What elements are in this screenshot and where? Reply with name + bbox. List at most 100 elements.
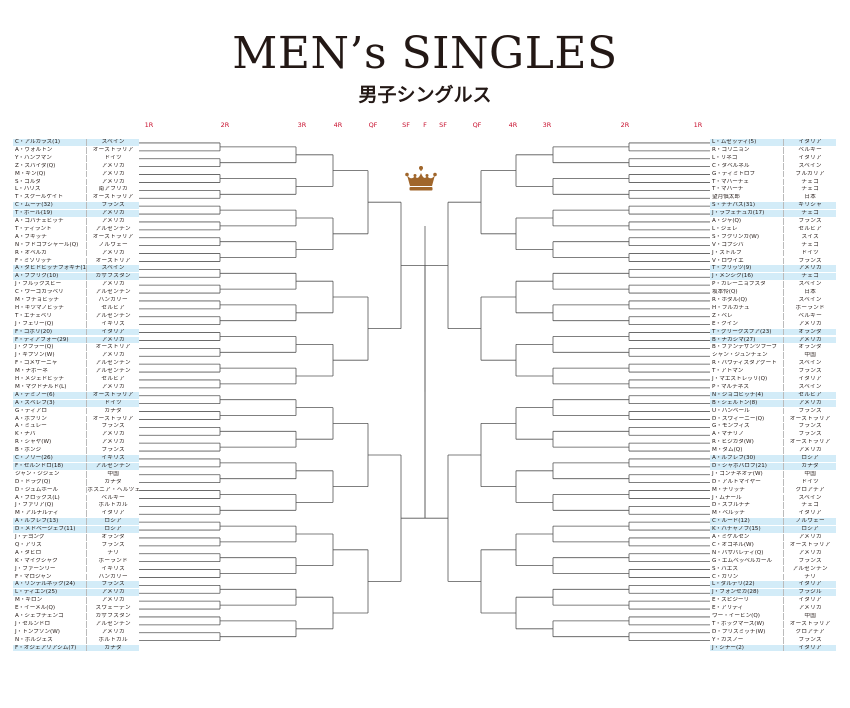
player-country: チリ [107, 549, 120, 556]
player-name: H・フルカチュ [710, 304, 785, 312]
player-name: A・ミケルセン [710, 534, 785, 541]
player-name: M・ギロン [13, 597, 88, 605]
player-row: S・フクリンガ(W) スイス [710, 233, 836, 242]
player-name: J・マエストレッリ(Q) [710, 376, 785, 383]
player-name: M・ギン(Q) [13, 170, 88, 178]
player-name: J・ブルックスビー [13, 281, 88, 289]
player-country: ポーランド [98, 557, 128, 564]
player-country: スイス [801, 233, 819, 240]
player-row: A・デミノー(6)オーストラリア [13, 391, 139, 400]
player-name: M・チリッチ [710, 486, 785, 494]
player-name: A・シェフチェンコ [13, 613, 88, 620]
player-row: M・ギン(Q)アメリカ [13, 170, 139, 179]
player-name: R・シャヤ(W) [13, 439, 88, 447]
player-name: G・モンフィス [710, 423, 785, 431]
player-row: F・ミソリッチオーストリア [13, 257, 139, 266]
player-row: D・スウィーニー(Q)オーストラリア [710, 415, 836, 424]
player-name: C・ルード(12) [710, 518, 785, 526]
player-name: Z・ベレ [710, 312, 785, 320]
player-name: T・フリッツ(9) [710, 265, 785, 273]
player-country: フランス [101, 541, 125, 548]
player-name: T・エチェベリ [13, 312, 88, 320]
player-row: S・チチパス(31)ギリシャ [710, 202, 836, 211]
player-row: E・クインアメリカ [710, 320, 836, 329]
player-name: V・ロワイエ [710, 257, 785, 265]
player-row: F・オジェアリアシム(7) カナダ [13, 644, 139, 653]
player-name: J・セルンドロ [13, 620, 88, 628]
player-row: B・ファンデザンツフーブオランダ [710, 344, 836, 353]
player-name: D・ジュムホール [13, 486, 88, 494]
player-country: フランス [798, 557, 822, 564]
player-name: A・ブブリク(10) [13, 273, 88, 281]
player-row: T・エチェベリアルゼンチン [13, 312, 139, 321]
player-row: M・ナボーネアルゼンチン [13, 368, 139, 376]
player-row: K・ハチャノフ(15)ロシア [710, 526, 836, 534]
player-country: ロシア [104, 526, 123, 533]
player-name: D・ドラグ(Q) [13, 478, 88, 486]
player-country: アルゼンチン [95, 289, 131, 296]
player-name: M・アルナルディ [13, 510, 88, 518]
player-row: A・シェフチェンコカザフスタン [13, 613, 139, 621]
player-country: スペイン [798, 297, 822, 303]
player-name: A・ジャ(Q) [710, 218, 785, 225]
player-name: K・マイクシャク [13, 557, 88, 565]
player-name: N・ボルジェス [13, 636, 88, 644]
player-name: A・コバチェビッチ [13, 218, 88, 225]
round-label-left-2r: 2R [220, 121, 230, 129]
page-title: MEN’s SINGLES [232, 28, 618, 79]
player-name: L・ジェレ [710, 225, 785, 233]
player-row: D・シャポバロフ(21)カナダ [710, 462, 836, 471]
player-name: A・ダビドビッチフォキナ(14) [15, 265, 88, 273]
player-name: Y・ガズノー [710, 636, 785, 644]
player-name: D・スウィーニー(Q) [710, 415, 785, 423]
player-row: C・ノリー(26)イギリス [13, 455, 139, 463]
player-row: M・ダム(Q)アメリカ [710, 447, 836, 455]
player-row: R・シャヤ(W)アメリカ [13, 439, 139, 448]
player-name: D・アルトマイヤー [710, 478, 785, 486]
player-row: L・リネコイタリア [710, 154, 836, 163]
player-row: T・マハーチェチェコ [710, 178, 836, 187]
player-row: Y・ガズノーフランス [710, 636, 836, 645]
player-name: C・オコネル(W) [710, 541, 785, 549]
player-country: ポルトガル [98, 502, 128, 509]
player-country: ハンガリー [98, 297, 128, 303]
player-country: オーストラリア [92, 194, 134, 201]
player-country: スウェーデン [95, 605, 131, 612]
player-country: アメリカ [101, 249, 125, 256]
round-label-right-4r: 4R [508, 121, 518, 129]
player-name: E・クイン [710, 320, 785, 328]
player-name: C・タベルネル [710, 162, 785, 170]
player-country: イタリア [798, 644, 822, 651]
player-name: T・ボックマース(W) [710, 620, 785, 628]
player-row: J・トンプソン(W)アメリカ [13, 628, 139, 637]
player-country: フランス [101, 423, 125, 430]
player-country: 南アフリカ [98, 186, 128, 193]
player-name: J・ラフェチュカ(17) [710, 210, 785, 217]
player-name: P・マルチネス [710, 383, 785, 391]
player-row: Q・アリスフランス [13, 541, 139, 550]
player-country: 日本 [804, 289, 817, 296]
player-name: M・マクドナルド(L) [13, 383, 88, 391]
player-name: J・フォンセカ(28) [710, 589, 785, 597]
player-row: M・マクドナルド(L)アメリカ [13, 383, 139, 392]
player-row: N・バサバレディ(Q)アメリカ [710, 549, 836, 558]
player-name: D・スブルチナ [710, 502, 785, 510]
player-row: A・ボブリンオーストラリア [13, 415, 139, 424]
player-name: S・フクリンガ(W) [710, 233, 785, 241]
player-name: N・ブドコフシャール(Q) [13, 241, 88, 249]
player-row: T・グリークスプア(23)オランダ [710, 328, 836, 337]
player-country: ドイツ [801, 249, 820, 256]
player-row: B・シェルトン(8)アメリカ [710, 399, 836, 408]
player-name: F・オジェアリアシム(7) [13, 644, 88, 652]
player-name: A・マナリノ [710, 431, 785, 439]
player-row: J・メンシク(16)チェコ [710, 273, 836, 282]
player-name: G・ディアロ [13, 407, 88, 415]
player-row: J・ラフェチュカ(17)チェコ [710, 210, 836, 218]
player-name: Y・ハンフマン [13, 154, 88, 162]
player-country: フランス [101, 447, 125, 454]
player-row: M・ベルッチイタリア [710, 510, 836, 519]
player-row: J・ムナールスペイン [710, 494, 836, 503]
player-country: カナダ [104, 644, 123, 651]
player-name: D・プリズミッチ(W) [710, 628, 785, 636]
player-country: チェコ [801, 502, 820, 509]
